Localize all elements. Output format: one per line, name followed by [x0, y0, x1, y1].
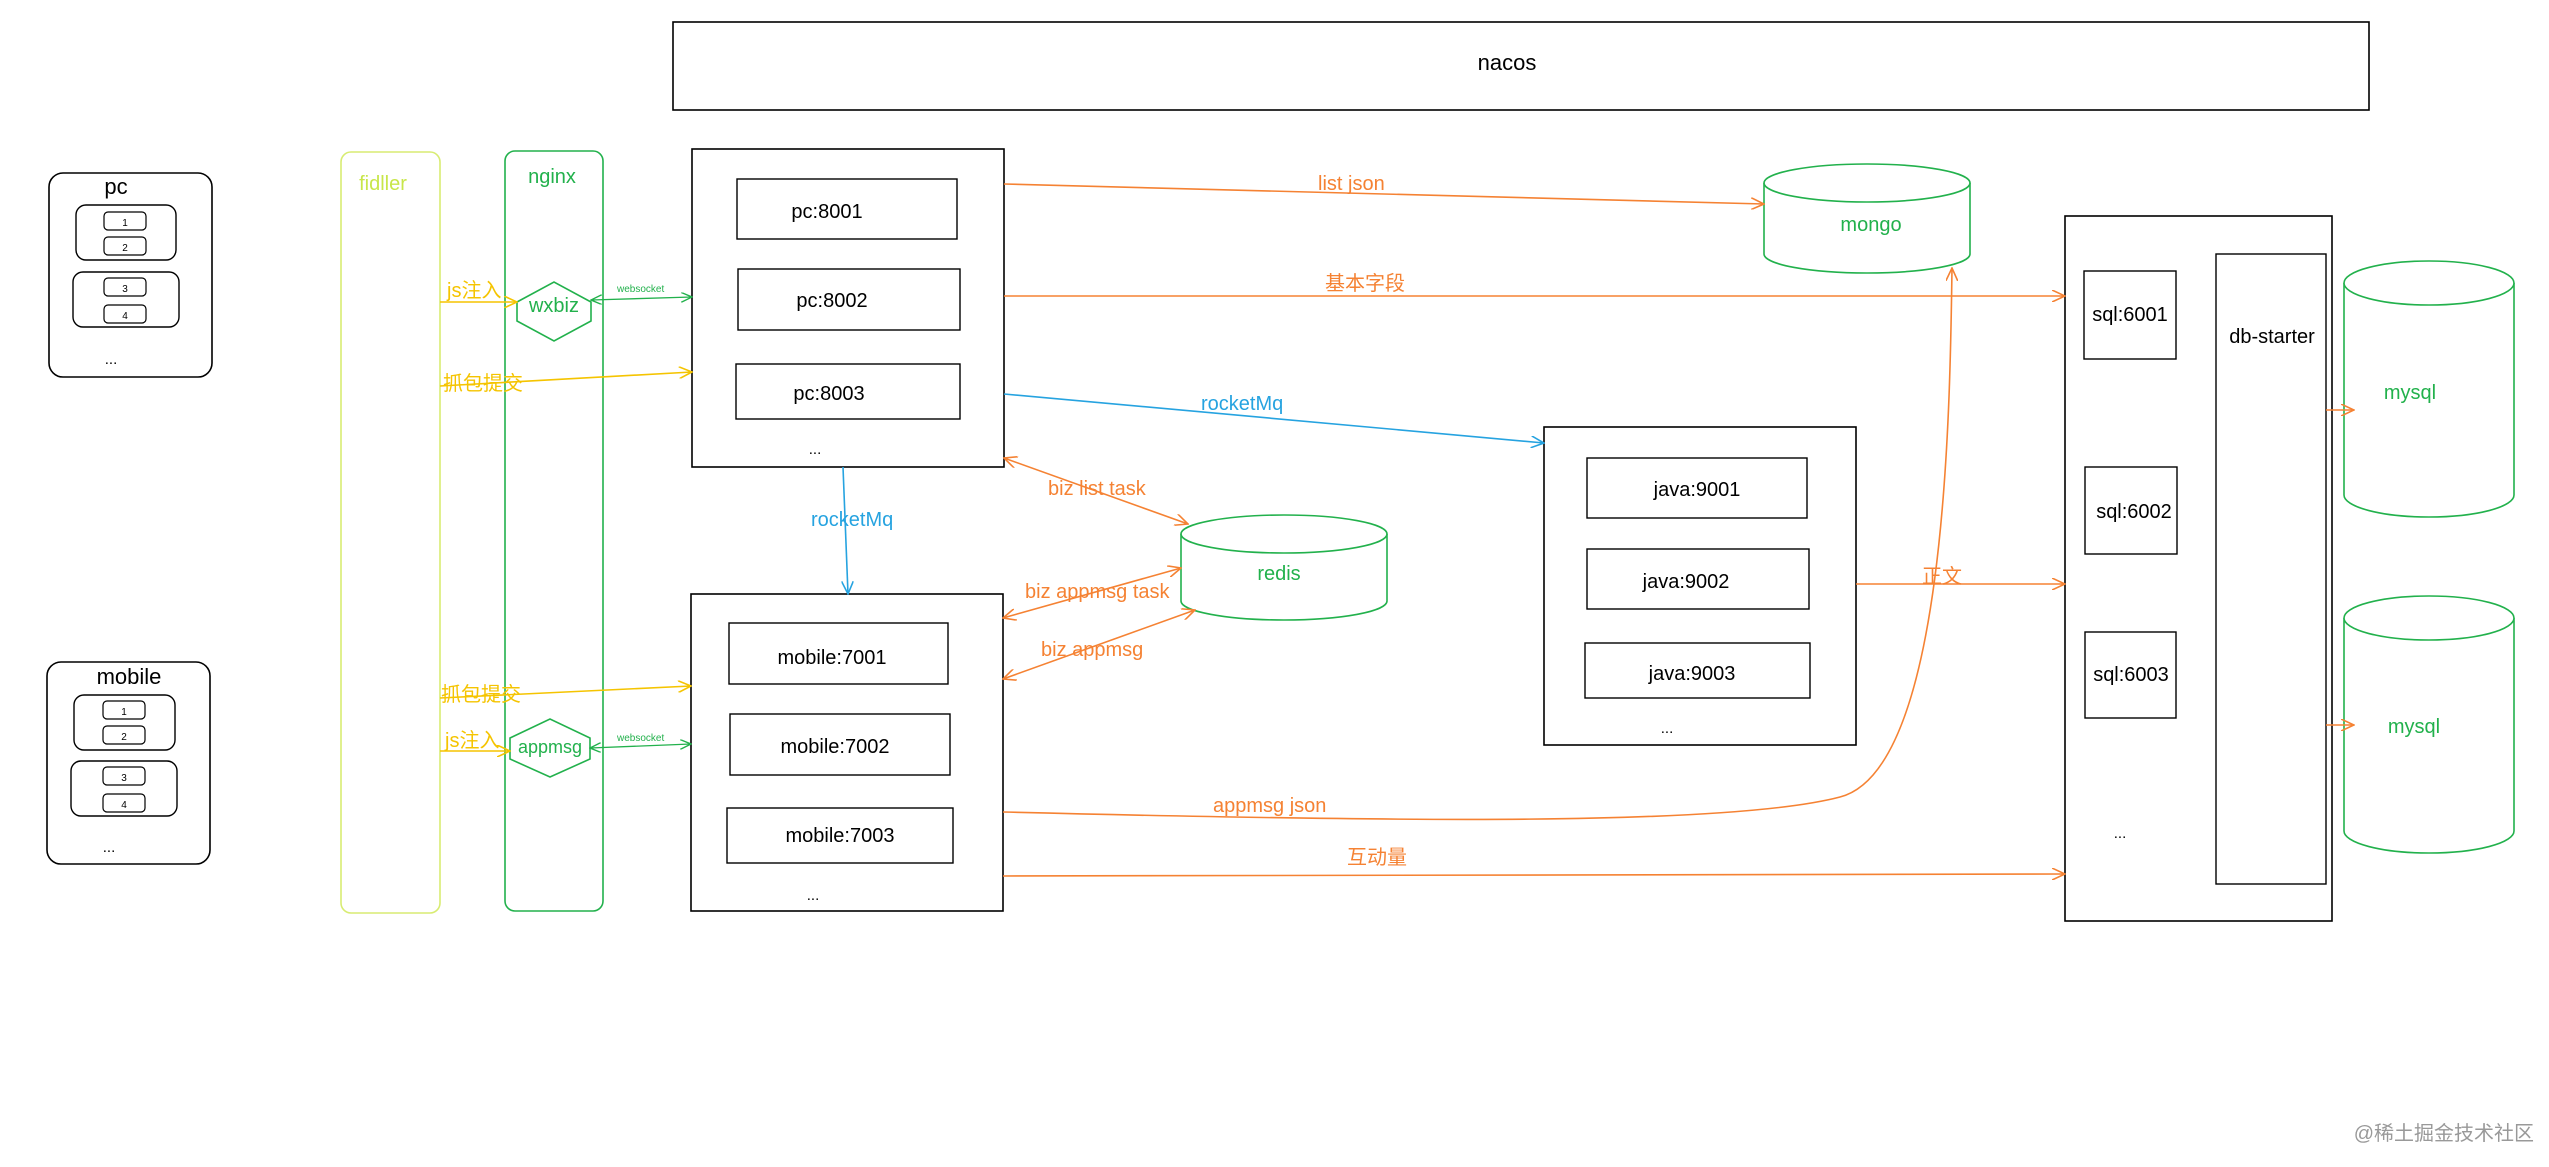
mysql-2-label: mysql	[2388, 716, 2440, 738]
pc-client-more: ...	[105, 351, 118, 368]
pc-8001-node	[736, 178, 958, 240]
list-json-label: list json	[1318, 173, 1385, 195]
java-9001-node	[1586, 457, 1808, 519]
list-json-arrow	[1003, 183, 1764, 204]
capture-submit-label-pc: 抓包提交	[443, 372, 523, 395]
websocket-link-pc	[591, 297, 692, 300]
mobile-tab-2: 2	[121, 732, 127, 743]
appmsg-label: appmsg	[518, 737, 582, 757]
pc-8001-label: pc:8001	[791, 201, 862, 223]
mobile-7003-node	[726, 807, 954, 864]
sql-6003-node	[2084, 631, 2177, 719]
capture-submit-label-mobile: 抓包提交	[441, 683, 521, 706]
mobile-tab-group-2	[70, 760, 178, 817]
websocket-link-mobile	[590, 744, 691, 748]
java-9003-label: java:9003	[1648, 663, 1736, 685]
capture-submit-arrow-mobile	[439, 686, 691, 699]
mobile-service-cluster: mobile:7001 mobile:7002 mobile:7003 ...	[690, 593, 1004, 912]
java-9003-node	[1584, 642, 1811, 699]
sql-service-cluster: sql:6001 sql:6002 sql:6003 ... db-starte…	[2064, 215, 2333, 922]
mobile-tab-4: 4	[121, 800, 127, 811]
js-inject-label-pc: js注入	[446, 279, 501, 302]
appmsg-json-arrow	[1002, 268, 1952, 821]
nacos-label: nacos	[1478, 50, 1537, 75]
mongo-store: mongo	[1763, 163, 1971, 274]
capture-submit-arrow-pc	[439, 372, 692, 387]
rocketmq-label-java: rocketMq	[1201, 393, 1283, 415]
sql-6002-label: sql:6002	[2096, 501, 2172, 523]
interaction-label: 互动量	[1347, 846, 1407, 869]
body-text-label: 正文	[1922, 565, 1962, 588]
mobile-tab-group-1	[73, 694, 176, 751]
mobile-tab-1: 1	[121, 707, 127, 718]
watermark: @稀土掘金技术社区	[2354, 1122, 2534, 1145]
sql-6001-node	[2083, 270, 2177, 360]
pc-8003-label: pc:8003	[793, 383, 864, 405]
sql-6003-label: sql:6003	[2093, 664, 2169, 686]
biz-list-task-label: biz list task	[1048, 478, 1147, 500]
java-service-cluster: java:9001 java:9002 java:9003 ...	[1543, 426, 1857, 746]
pc-tab-2: 2	[122, 243, 128, 254]
fidller-label: fidller	[359, 173, 407, 195]
sql-6001-label: sql:6001	[2092, 304, 2168, 326]
mysql-1-label: mysql	[2384, 382, 2436, 404]
mongo-label: mongo	[1840, 214, 1901, 236]
mobile-services-more: ...	[807, 887, 820, 904]
java-9002-node	[1586, 548, 1810, 610]
pc-8003-node	[735, 363, 961, 420]
js-inject-label-mobile: js注入	[444, 729, 499, 752]
sql-6002-node	[2084, 466, 2178, 555]
nginx-proxy: nginx	[504, 150, 604, 912]
pc-service-cluster: pc:8001 pc:8002 pc:8003 ...	[691, 148, 1005, 468]
redis-store: redis	[1180, 514, 1388, 621]
pc-client: pc 1 2 3 4 ...	[48, 172, 213, 378]
rocketmq-label-mobile: rocketMq	[811, 509, 893, 531]
pc-tab-3: 3	[122, 284, 128, 295]
mysql-store-2: mysql	[2343, 595, 2515, 854]
interaction-arrow	[1002, 874, 2065, 876]
java-services-more: ...	[1661, 720, 1674, 737]
mobile-7001-label: mobile:7001	[778, 647, 887, 669]
mobile-7003-label: mobile:7003	[786, 825, 895, 847]
pc-8002-label: pc:8002	[796, 290, 867, 312]
db-starter-label: db-starter	[2229, 326, 2315, 348]
biz-appmsg-arrow	[1003, 610, 1195, 679]
fidller-proxy: fidller	[340, 151, 441, 914]
sql-services-more: ...	[2114, 825, 2127, 842]
mobile-7001-node	[728, 622, 949, 685]
basic-fields-label: 基本字段	[1325, 272, 1405, 295]
java-9002-label: java:9002	[1642, 571, 1730, 593]
pc-8002-node	[737, 268, 961, 331]
wxbiz-node: wxbiz	[516, 281, 592, 342]
mobile-7002-node	[729, 713, 951, 776]
mobile-7002-label: mobile:7002	[781, 736, 890, 758]
wxbiz-label: wxbiz	[528, 295, 579, 317]
websocket-label-pc: websocket	[616, 284, 664, 295]
nginx-label: nginx	[528, 166, 576, 188]
mysql-store-1: mysql	[2343, 260, 2515, 518]
pc-tab-group-2	[72, 271, 180, 328]
rocketmq-arrow-java	[1003, 393, 1544, 443]
db-starter-node	[2215, 253, 2327, 885]
mobile-client-title: mobile	[97, 664, 162, 689]
nacos-node: nacos	[672, 21, 2370, 111]
websocket-label-mobile: websocket	[616, 733, 664, 744]
pc-tab-group-1	[75, 204, 177, 261]
pc-services-more: ...	[809, 441, 822, 458]
mobile-client: mobile 1 2 3 4 ...	[46, 661, 211, 865]
biz-appmsg-label: biz appmsg	[1041, 639, 1143, 661]
biz-appmsg-task-label: biz appmsg task	[1025, 581, 1171, 603]
pc-tab-1: 1	[122, 218, 128, 229]
mobile-client-more: ...	[103, 839, 116, 856]
pc-tab-4: 4	[122, 311, 128, 322]
mobile-tab-3: 3	[121, 773, 127, 784]
appmsg-json-label: appmsg json	[1213, 795, 1326, 817]
rocketmq-arrow-mobile	[843, 466, 848, 594]
biz-list-task-arrow	[1004, 458, 1188, 524]
java-9001-label: java:9001	[1653, 479, 1741, 501]
appmsg-node: appmsg	[509, 718, 591, 778]
redis-label: redis	[1257, 563, 1300, 585]
pc-client-title: pc	[104, 174, 127, 199]
